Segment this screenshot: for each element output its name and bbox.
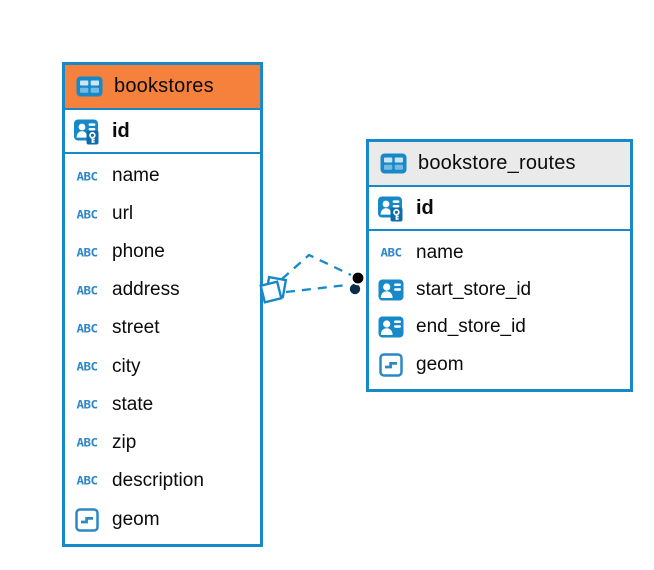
table-bookstore-routes-header[interactable]: bookstore_routes xyxy=(369,142,630,187)
text-type-icon: ABC xyxy=(76,435,98,450)
column-row-id[interactable]: id xyxy=(369,187,630,231)
text-type-icon: ABC xyxy=(76,207,98,222)
column-row[interactable]: geom xyxy=(369,346,630,385)
text-type-icon: ABC xyxy=(76,169,98,183)
geometry-type-icon xyxy=(71,508,103,532)
relationship-line[interactable] xyxy=(281,253,352,280)
column-name: geom xyxy=(112,508,160,530)
column-row-id[interactable]: id xyxy=(65,110,260,154)
column-name: geom xyxy=(416,354,464,376)
column-row[interactable]: ABC name xyxy=(369,234,630,271)
relationship-lines[interactable] xyxy=(281,253,352,294)
foreign-key-icon xyxy=(375,316,407,338)
table-bookstore-routes-columns: ABC name start_store_id xyxy=(369,231,630,389)
text-type-icon: ABC xyxy=(76,245,98,260)
column-row[interactable]: start_store_id xyxy=(369,271,630,308)
relationship-endpoint-dots[interactable] xyxy=(348,270,366,296)
text-type-icon: ABC xyxy=(76,473,98,488)
column-name: address xyxy=(112,279,180,301)
table-title: bookstores xyxy=(114,75,214,97)
geometry-type-icon xyxy=(375,353,407,378)
column-row[interactable]: ABC url xyxy=(65,195,260,233)
text-type-icon: ABC xyxy=(76,321,98,336)
relationship-line[interactable] xyxy=(285,283,348,294)
column-name: street xyxy=(112,317,160,339)
column-name: zip xyxy=(112,431,137,453)
column-name: url xyxy=(112,203,134,225)
column-row[interactable]: ABC state xyxy=(65,386,260,424)
column-name: city xyxy=(112,355,141,377)
relationship-source-diamonds[interactable] xyxy=(259,275,288,304)
text-type-icon: ABC xyxy=(76,397,98,412)
column-row[interactable]: ABC name xyxy=(65,157,260,195)
column-row[interactable]: end_store_id xyxy=(369,309,630,346)
table-bookstores[interactable]: bookstores id ABC name xyxy=(62,62,263,547)
column-name: start_store_id xyxy=(416,278,532,300)
table-bookstores-header[interactable]: bookstores xyxy=(65,65,260,110)
table-icon xyxy=(73,76,105,97)
column-name: id xyxy=(416,196,434,219)
column-name: state xyxy=(112,393,154,415)
text-type-icon: ABC xyxy=(380,245,402,260)
column-row[interactable]: ABC street xyxy=(65,309,260,347)
text-type-icon: ABC xyxy=(76,359,98,374)
column-name: id xyxy=(112,119,130,142)
table-title: bookstore_routes xyxy=(418,152,576,174)
endpoint-dot[interactable] xyxy=(348,282,362,296)
table-icon xyxy=(377,153,409,174)
table-bookstores-columns: ABC name ABC url ABC phone ABC address A… xyxy=(65,154,260,544)
endpoint-dot[interactable] xyxy=(350,270,366,286)
primary-key-icon xyxy=(71,118,103,145)
column-row[interactable]: ABC phone xyxy=(65,233,260,271)
column-name: description xyxy=(112,469,204,491)
primary-key-icon xyxy=(375,195,407,222)
diamond-marker[interactable] xyxy=(259,280,283,304)
column-name: name xyxy=(112,165,160,187)
column-name: end_store_id xyxy=(416,316,526,338)
column-name: name xyxy=(416,241,464,263)
table-bookstore-routes[interactable]: bookstore_routes id ABC name xyxy=(366,139,633,392)
foreign-key-icon xyxy=(375,279,407,301)
column-row[interactable]: ABC city xyxy=(65,347,260,385)
column-row[interactable]: ABC zip xyxy=(65,424,260,462)
text-type-icon: ABC xyxy=(76,283,98,298)
column-name: phone xyxy=(112,241,165,263)
column-row[interactable]: ABC description xyxy=(65,462,260,500)
diamond-marker[interactable] xyxy=(264,275,288,299)
column-row[interactable]: geom xyxy=(65,500,260,540)
column-row[interactable]: ABC address xyxy=(65,271,260,309)
